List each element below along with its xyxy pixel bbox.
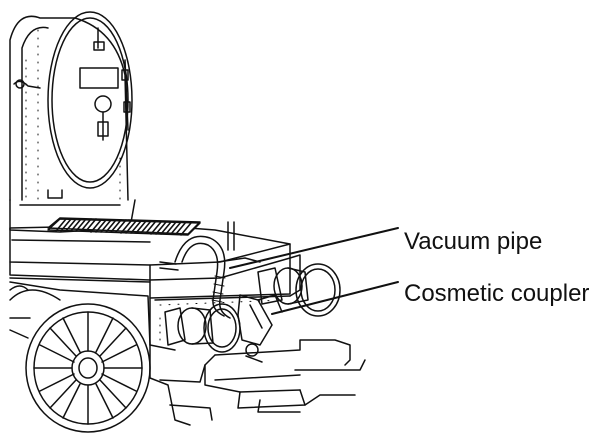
smokebox-saddle	[9, 189, 136, 233]
buffer-beam-rivets	[159, 299, 286, 341]
lower-frame	[149, 344, 213, 426]
vacuum-pipe-label: Vacuum pipe	[404, 228, 543, 255]
right-buffer	[257, 263, 341, 317]
cosmetic-coupler-drawing	[237, 294, 283, 363]
vacuum-pipe-drawing	[159, 235, 261, 319]
cosmetic-coupler-label: Cosmetic coupler	[404, 280, 590, 307]
front-wheel	[25, 303, 151, 433]
frame-side	[9, 277, 151, 346]
smokebox-rivets	[25, 29, 121, 206]
deck-grille-slats	[55, 218, 192, 236]
callout-leader-lines	[229, 227, 399, 315]
smokebox-door-details	[13, 27, 131, 141]
smokebox-front	[9, 11, 133, 201]
pony-truck-frame	[204, 339, 366, 413]
left-buffer	[164, 303, 241, 353]
cosmetic-coupler-leader	[271, 281, 399, 315]
rear-wheel-partial	[9, 285, 61, 339]
vacuum-pipe-leader	[229, 227, 399, 269]
